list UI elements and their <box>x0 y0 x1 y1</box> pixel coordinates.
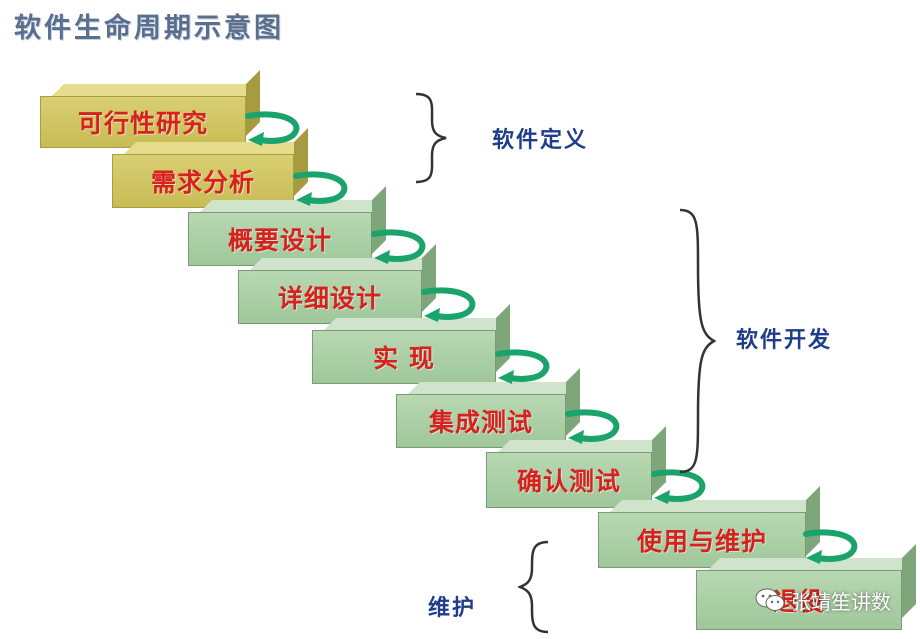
right-curly-brace-icon <box>415 92 447 184</box>
curved-return-arrow-icon <box>421 287 476 322</box>
right-curly-brace-icon <box>518 540 549 634</box>
step-label: 使用与维护 <box>636 527 767 556</box>
wechat-logo-icon <box>755 588 785 611</box>
phase-label-development: 软件开发 <box>736 328 833 353</box>
step-requirements-analysis: 需求分析 <box>112 128 308 208</box>
step-label: 实 现 <box>373 344 435 373</box>
watermark-text: 张靖笙讲数 <box>791 589 891 614</box>
diagram-title: 软件生命周期示意图 <box>14 13 284 44</box>
step-integration-testing: 集成测试 <box>396 368 580 448</box>
curved-return-arrow-icon <box>293 171 348 206</box>
step-detailed-design: 详细设计 <box>238 244 436 324</box>
step-implementation: 实 现 <box>312 304 510 384</box>
curved-return-arrow-icon <box>371 229 426 264</box>
curved-return-arrow-icon <box>565 409 620 444</box>
curved-return-arrow-icon <box>495 349 550 384</box>
step-label: 概要设计 <box>227 226 332 255</box>
step-operation-maintenance: 使用与维护 <box>598 486 820 568</box>
phase-label-definition: 软件定义 <box>492 128 589 153</box>
step-high-level-design: 概要设计 <box>188 186 386 266</box>
curved-return-arrow-icon <box>803 529 858 564</box>
right-curly-brace-icon <box>679 208 717 474</box>
step-label: 集成测试 <box>428 408 533 437</box>
step-label: 详细设计 <box>277 284 382 313</box>
watermark: 张靖笙讲数 <box>755 582 910 618</box>
step-label: 可行性研究 <box>77 109 208 138</box>
curved-return-arrow-icon <box>245 111 300 146</box>
phase-label-maintenance: 维护 <box>428 596 477 621</box>
step-label: 确认测试 <box>516 467 621 496</box>
step-acceptance-testing: 确认测试 <box>486 426 666 508</box>
curved-return-arrow-icon <box>651 469 706 504</box>
step-feasibility-study: 可行性研究 <box>40 70 260 148</box>
step-retirement: 退役 <box>696 544 916 630</box>
step-label: 需求分析 <box>150 168 255 197</box>
